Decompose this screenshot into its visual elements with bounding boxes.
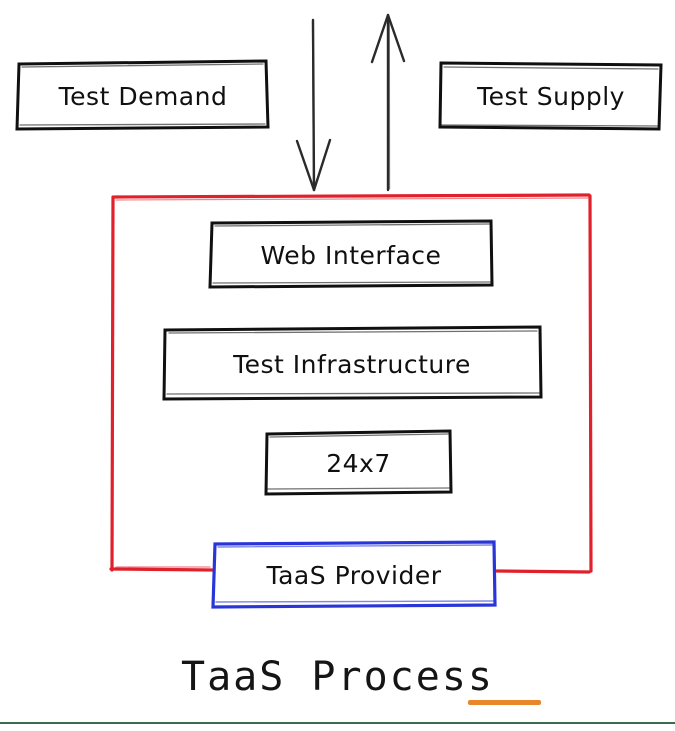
availability-box	[264, 429, 453, 496]
node-label-web-interface: Web Interface	[260, 240, 442, 270]
web-interface-box	[208, 219, 494, 289]
node-label-taas-provider: TaaS Provider	[266, 560, 442, 590]
down-arrow	[295, 18, 332, 192]
node-label-test-infrastructure: Test Infrastructure	[233, 349, 471, 379]
diagram-title: TaaS Process	[181, 654, 494, 700]
test-demand-box	[15, 59, 270, 131]
node-label-test-supply: Test Supply	[477, 81, 625, 111]
title-underline-accent	[468, 700, 541, 705]
taas-provider-box	[211, 540, 497, 609]
test-infrastructure-box	[162, 325, 543, 401]
node-label-test-demand: Test Demand	[58, 81, 228, 111]
footer-rule	[0, 722, 675, 724]
node-label-availability: 24x7	[326, 449, 391, 478]
taas-boundary	[109, 193, 593, 574]
test-supply-box	[438, 61, 663, 131]
up-arrow	[370, 13, 406, 192]
